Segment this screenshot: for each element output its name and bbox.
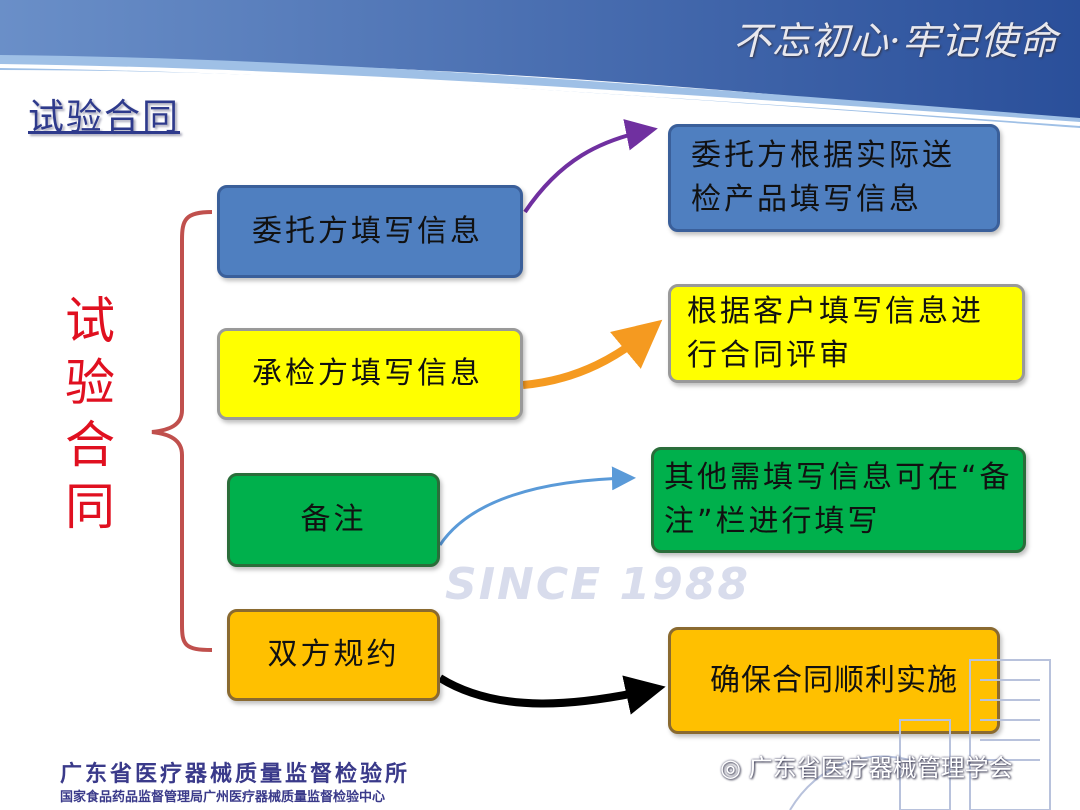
right-box-remarks: 其他需填写信息可在“备注”栏进行填写 <box>651 447 1026 553</box>
box-label: 备注 <box>300 502 367 537</box>
wechat-watermark: ◎ 广东省医疗器械管理学会 <box>720 748 1013 783</box>
arrow-black <box>437 674 666 715</box>
right-box-client: 委托方根据实际送检产品填写信息 <box>668 124 1000 232</box>
box-label: 委托方填写信息 <box>252 213 483 249</box>
box-label: 其他需填写信息可在“备注”栏进行填写 <box>664 460 1013 539</box>
box-label: 双方规约 <box>267 637 400 672</box>
box-label: 确保合同顺利实施 <box>710 662 958 698</box>
box-label: 承检方填写信息 <box>252 356 483 391</box>
watermark: SINCE 1988 <box>445 559 751 610</box>
wechat-icon: ◎ <box>720 754 749 782</box>
arrow-lightblue <box>438 466 636 546</box>
box-label: 委托方根据实际送检产品填写信息 <box>691 138 955 217</box>
footer-org-sub: 国家食品药品监督管理局广州医疗器械质量监督检验中心 <box>60 790 386 805</box>
header-banner <box>0 0 1080 128</box>
right-box-review: 根据客户填写信息进行合同评审 <box>668 284 1025 383</box>
motto-logo: 不忘初心·牢记使命 <box>732 19 1058 63</box>
left-box-agreement: 双方规约 <box>227 609 440 701</box>
building-illustration <box>789 659 1051 810</box>
arrow-orange <box>522 319 663 389</box>
left-box-lab: 承检方填写信息 <box>217 328 523 420</box>
right-box-implement: 确保合同顺利实施 <box>668 627 1000 734</box>
left-box-client: 委托方填写信息 <box>217 185 523 278</box>
bracket <box>151 210 213 652</box>
side-title: 试验合同 <box>65 292 115 536</box>
footer-org: 广东省医疗器械质量监督检验所 <box>60 762 411 787</box>
arrow-purple <box>523 119 658 214</box>
left-box-remarks: 备注 <box>227 473 440 567</box>
wechat-label: 广东省医疗器械管理学会 <box>748 754 1013 782</box>
box-label: 根据客户填写信息进行合同评审 <box>687 293 984 373</box>
page-title: 试验合同 <box>28 97 181 138</box>
